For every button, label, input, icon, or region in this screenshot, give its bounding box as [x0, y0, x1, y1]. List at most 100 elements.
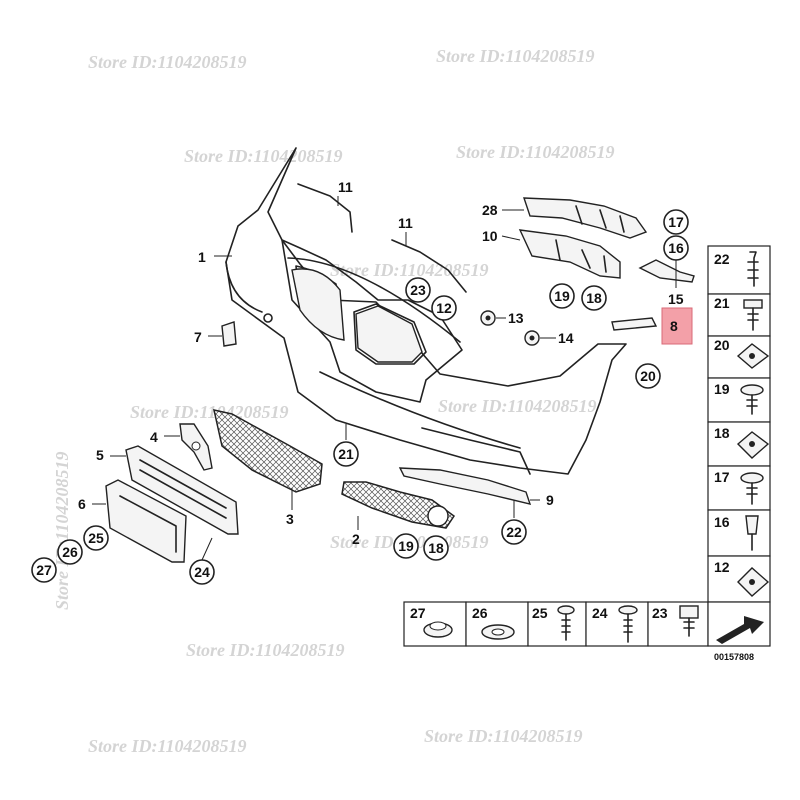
callout-19a: 19: [549, 283, 575, 309]
legend-label: 18: [714, 425, 730, 441]
callout-27: 27: [31, 557, 57, 583]
screw-21-icon: [743, 299, 763, 331]
clip-nut-18-icon: [736, 431, 770, 459]
legend-label: 26: [472, 605, 488, 621]
watermark-group: Store ID:1104208519 Store ID:1104208519 …: [52, 46, 756, 756]
callout-label: 25: [88, 530, 104, 546]
callout-19b: 19: [393, 533, 419, 559]
clip-13: [480, 310, 496, 326]
callout-23: 23: [405, 277, 431, 303]
part-label-13: 13: [508, 310, 524, 326]
bolt-22-icon: [747, 251, 759, 287]
callout-25: 25: [83, 525, 109, 551]
leader-lines: [92, 196, 677, 561]
screw-17-icon: [740, 472, 764, 505]
callout-26: 26: [57, 539, 83, 565]
part-label-11: 11: [338, 179, 353, 195]
legend-label: 24: [592, 605, 608, 621]
license-plate-holder: [125, 445, 239, 535]
callout-label: 19: [554, 288, 570, 304]
legend-label: 23: [652, 605, 668, 621]
callout-16: 16: [663, 235, 689, 261]
bolt-23-icon: [679, 605, 699, 637]
callout-22: 22: [501, 519, 527, 545]
lower-strip-9: [398, 467, 532, 505]
callout-12: 12: [431, 295, 457, 321]
bracket-10: [518, 229, 621, 279]
watermark-text: Store ID:1104208519: [330, 260, 489, 280]
arrow-icon: [716, 616, 764, 644]
kidney-grille: [291, 268, 423, 363]
cap-7: [221, 321, 237, 347]
callout-label: 26: [62, 544, 78, 560]
clip-nut-12-icon: [737, 567, 770, 597]
bracket-15: [638, 259, 695, 283]
callout-label: 16: [668, 240, 684, 256]
screw-24-icon: [618, 605, 638, 643]
part-label-28: 28: [482, 202, 498, 218]
watermark-text: Store ID:1104208519: [88, 52, 247, 72]
fastener-legend-row: 27 26 25 24 23: [403, 601, 771, 647]
bracket-28: [523, 197, 648, 239]
legend-label: 25: [532, 605, 548, 621]
legend-label: 17: [714, 469, 730, 485]
clip-14: [524, 330, 540, 346]
plain-labels: 1 7 11 11 28 10 13 14 15 8 4 5 6 3 2 9: [78, 179, 684, 547]
center-mesh-grille: [213, 409, 323, 493]
watermark-text: Store ID:1104208519: [438, 396, 597, 416]
watermark-text: Store ID:1104208519: [424, 726, 583, 746]
bumper-cover: [225, 147, 627, 475]
legend-label: 20: [714, 337, 730, 353]
callout-label: 23: [410, 282, 426, 298]
callout-17: 17: [663, 209, 689, 235]
callout-label: 18: [586, 290, 602, 306]
watermark-text: Store ID:1104208519: [130, 402, 289, 422]
part-label-2: 2: [352, 531, 360, 547]
watermark-text-vertical: Store ID:1104208519: [52, 451, 72, 610]
fastener-legend-column: 22 21 20 19 18 17 16 12: [707, 245, 771, 603]
callout-label: 22: [506, 524, 522, 540]
screw-19-icon: [740, 384, 764, 415]
part-label-7: 7: [194, 329, 202, 345]
callout-label: 24: [194, 564, 210, 580]
callout-18b: 18: [423, 535, 449, 561]
watermark-text: Store ID:1104208519: [456, 142, 615, 162]
part-label-8: 8: [670, 318, 678, 334]
part-label-9: 9: [546, 492, 554, 508]
callout-20: 20: [635, 363, 661, 389]
diagram-code: 00157808: [714, 652, 754, 662]
legend-label: 19: [714, 381, 730, 397]
legend-label: 16: [714, 514, 730, 530]
callout-label: 20: [640, 368, 656, 384]
part-label-6: 6: [78, 496, 86, 512]
part-label-14: 14: [558, 330, 574, 346]
part-label-3: 3: [286, 511, 294, 527]
legend-label: 22: [714, 251, 730, 267]
part-label-15: 15: [668, 291, 684, 307]
watermark-text: Store ID:1104208519: [184, 146, 343, 166]
callout-21: 21: [333, 441, 359, 467]
washer-26-icon: [481, 624, 515, 640]
legend-label: 21: [714, 295, 730, 311]
part-label-1: 1: [198, 249, 206, 265]
bracket-4: [179, 423, 213, 471]
callout-label: 27: [36, 562, 52, 578]
callout-label: 19: [398, 538, 414, 554]
license-plate-base: [105, 479, 187, 563]
callout-label: 21: [338, 446, 354, 462]
fog-grille: [341, 481, 456, 529]
callout-label: 12: [436, 300, 452, 316]
legend-label: 27: [410, 605, 426, 621]
legend-label: 12: [714, 559, 730, 575]
clip-nut-20-icon: [736, 343, 770, 369]
callout-24: 24: [189, 559, 215, 585]
part-label-5: 5: [96, 447, 104, 463]
part-label-10: 10: [482, 228, 498, 244]
watermark-text: Store ID:1104208519: [436, 46, 595, 66]
part-label-4: 4: [150, 429, 158, 445]
callout-label: 17: [668, 214, 684, 230]
rivet-16-icon: [745, 515, 759, 551]
highlighted-part-8: [611, 307, 693, 345]
